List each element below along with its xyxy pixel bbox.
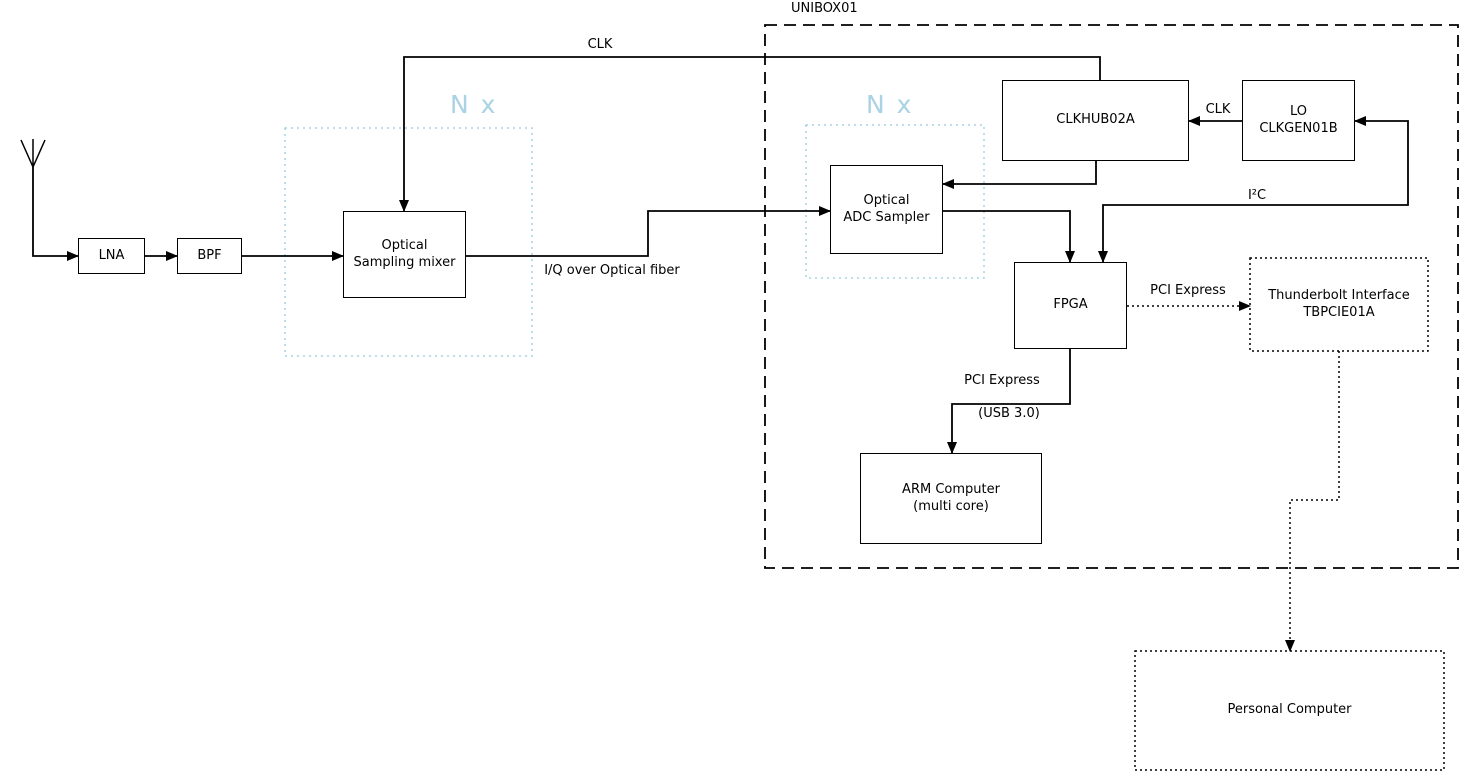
connector-clk-hub-to-adc (942, 161, 1097, 189)
unibox01-title: UNIBOX01 (791, 1, 858, 16)
wire-label-clk-top: CLK (587, 37, 613, 52)
connector-mixer-to-adc-iq (466, 206, 831, 257)
block-lo-clkgen01b: LO CLKGEN01B (1242, 80, 1355, 161)
nx-left-enclosure-outline (284, 127, 533, 357)
connector-clk-hub-to-mixer (399, 56, 1101, 212)
wire-label-i2c: I²C (1247, 188, 1267, 203)
block-optical-sampling-mixer: Optical Sampling mixer (343, 211, 466, 298)
block-lna: LNA (78, 238, 145, 274)
block-personal-computer: Personal Computer (1227, 702, 1352, 718)
nx-left-label: N x (450, 90, 498, 119)
connector-adc-to-fpga (943, 210, 1075, 263)
wire-label-usb: (USB 3.0) (978, 406, 1040, 421)
block-fpga: FPGA (1014, 262, 1127, 349)
wire-label-pci-express-arm: PCI Express (964, 373, 1040, 388)
connector-fpga-to-arm (947, 349, 1071, 454)
block-thunderbolt-interface: Thunderbolt Interface TBPCIE01A (1268, 287, 1410, 320)
antenna-icon (20, 139, 46, 168)
wire-label-iq-fiber: I/Q over Optical fiber (544, 263, 680, 278)
wire-label-clk-lo-hub: CLK (1205, 102, 1231, 117)
personal-computer-block-outline (1134, 650, 1445, 771)
connector-fpga-lo-i2c (1098, 116, 1409, 263)
nx-right-label: N x (866, 90, 914, 119)
wire-label-pci-express-thunderbolt: PCI Express (1150, 283, 1226, 298)
block-arm-computer: ARM Computer (multi core) (860, 453, 1042, 544)
block-clkhub02a: CLKHUB02A (1002, 80, 1189, 161)
connector-antenna-lna (32, 167, 79, 261)
block-bpf: BPF (177, 238, 242, 274)
unibox01-enclosure-outline (764, 24, 1459, 569)
nx-right-enclosure-outline (805, 124, 985, 279)
connector-thunderbolt-to-pc (1285, 351, 1340, 652)
block-optical-adc-sampler: Optical ADC Sampler (830, 165, 943, 254)
